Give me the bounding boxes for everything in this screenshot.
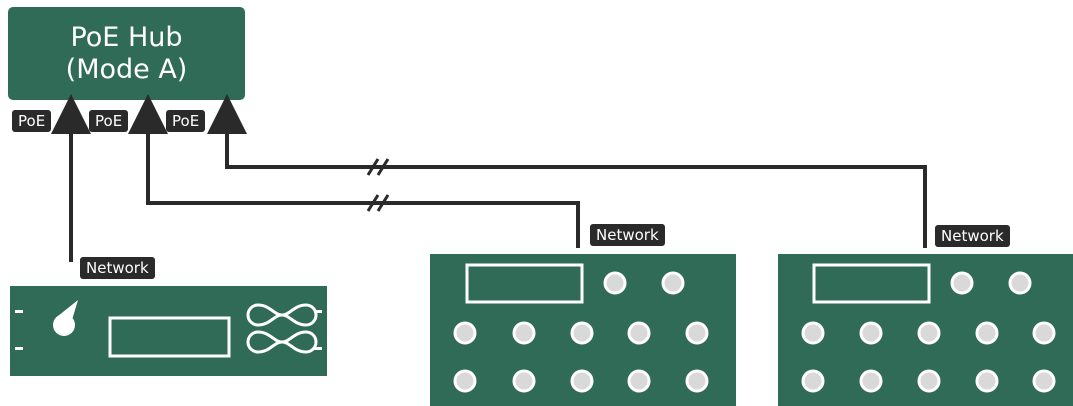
network-label-rack: Network xyxy=(80,257,155,279)
network-label-stagebox-2: Network xyxy=(935,225,1010,247)
break-mark-1 xyxy=(366,158,390,176)
hub-title: PoE Hub xyxy=(70,21,183,53)
infinity-loop-icon xyxy=(246,303,318,354)
display-screen xyxy=(108,316,231,358)
network-label-stagebox-1: Network xyxy=(590,224,665,246)
cable-box2-to-port3 xyxy=(207,94,927,248)
volume-knob-icon xyxy=(53,300,78,336)
poe-hub: PoE Hub (Mode A) xyxy=(8,7,245,100)
display-screen xyxy=(812,263,931,304)
stagebox-2 xyxy=(778,254,1073,406)
poe-port-label-3: PoE xyxy=(166,110,206,132)
cable-box1-to-port2 xyxy=(128,94,580,248)
stagebox-1 xyxy=(430,254,736,406)
display-screen xyxy=(465,263,584,304)
poe-port-label-1: PoE xyxy=(12,110,52,132)
rack-device xyxy=(10,286,327,376)
poe-port-label-2: PoE xyxy=(89,110,129,132)
break-mark-2 xyxy=(366,194,390,212)
hub-mode: (Mode A) xyxy=(65,53,188,85)
